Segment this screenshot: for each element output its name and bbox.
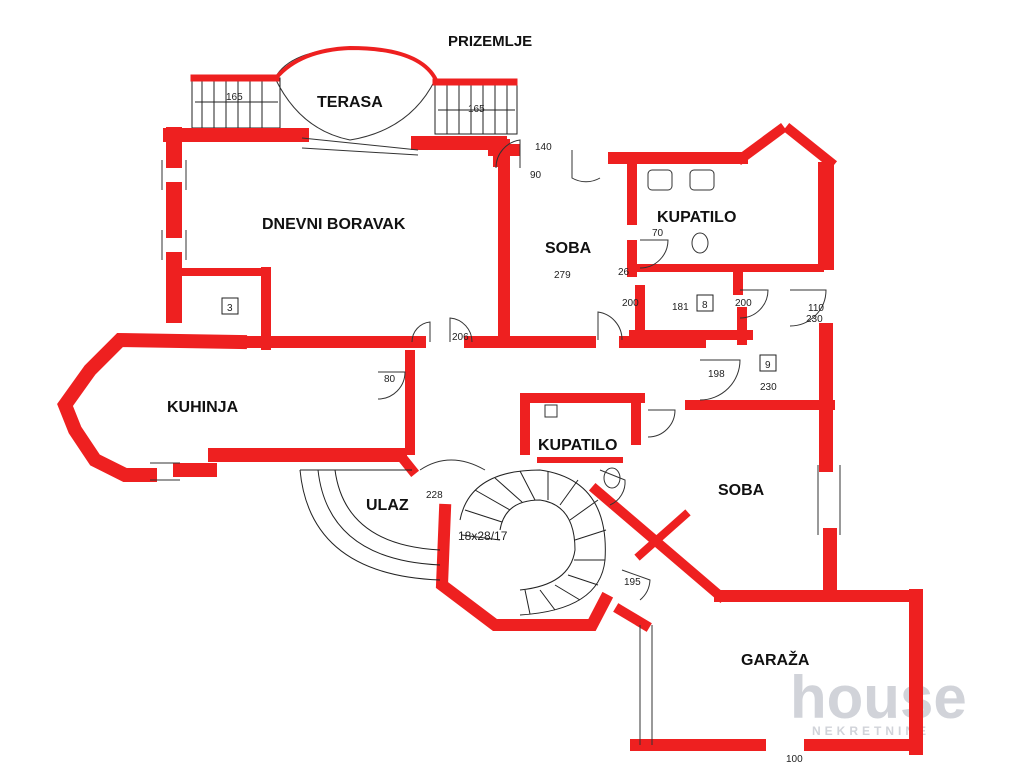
walls (57, 45, 923, 755)
room-label-soba-top: SOBA (545, 240, 592, 257)
dim-200a: 200 (622, 298, 639, 309)
room-number-3: 3 (221, 297, 239, 315)
window-markers (150, 137, 841, 745)
room-number-8: 8 (696, 294, 714, 312)
svg-text:9: 9 (765, 360, 771, 371)
room-label-ulaz: ULAZ (366, 497, 409, 514)
dim-stair-left: 165 (226, 92, 243, 103)
dim-90: 90 (530, 170, 542, 181)
dim-140: 140 (535, 142, 552, 153)
dim-stair-spec: 18x28/17 (458, 529, 508, 543)
entrance-steps (299, 469, 441, 581)
terrace-stairs-left (191, 77, 281, 129)
dim-110: 110 (808, 303, 824, 314)
dim-198: 198 (708, 369, 725, 380)
door-swings (377, 139, 827, 601)
dim-279: 279 (554, 270, 571, 281)
room-label-soba-right: SOBA (718, 482, 765, 499)
dim-181: 181 (672, 302, 689, 313)
dim-stair-right: 165 (468, 104, 485, 115)
dim-230b: 230 (806, 314, 823, 325)
watermark-sub: NEKRETNINE (812, 724, 930, 738)
watermark-brand: house (790, 664, 967, 731)
dim-26: 26 (618, 267, 630, 278)
dim-80: 80 (384, 374, 396, 385)
room-label-dnevni-boravak: DNEVNI BORAVAK (262, 216, 406, 233)
dim-228: 228 (426, 490, 443, 501)
svg-text:8: 8 (702, 300, 708, 311)
room-label-kupatilo-mid: KUPATILO (538, 437, 617, 454)
terrace-arc (274, 77, 436, 141)
dim-70: 70 (652, 228, 664, 239)
room-number-9: 9 (759, 354, 777, 372)
spiral-stairs (459, 469, 607, 616)
dim-230: 230 (760, 382, 777, 393)
bathroom-fixtures (544, 169, 715, 489)
dim-100: 100 (786, 754, 803, 765)
dim-200b: 200 (735, 298, 752, 309)
dim-195: 195 (624, 577, 641, 588)
watermark-logo: house NEKRETNINE (790, 664, 967, 738)
dim-206: 206 (452, 332, 469, 343)
room-label-kuhinja: KUHINJA (167, 399, 239, 416)
floor-title: PRIZEMLJE (448, 33, 532, 50)
room-label-terasa: TERASA (317, 94, 383, 111)
terrace-stairs-right (434, 81, 518, 135)
svg-text:3: 3 (227, 303, 233, 314)
room-label-garaza: GARAŽA (741, 650, 810, 669)
room-label-kupatilo-top: KUPATILO (657, 209, 736, 226)
